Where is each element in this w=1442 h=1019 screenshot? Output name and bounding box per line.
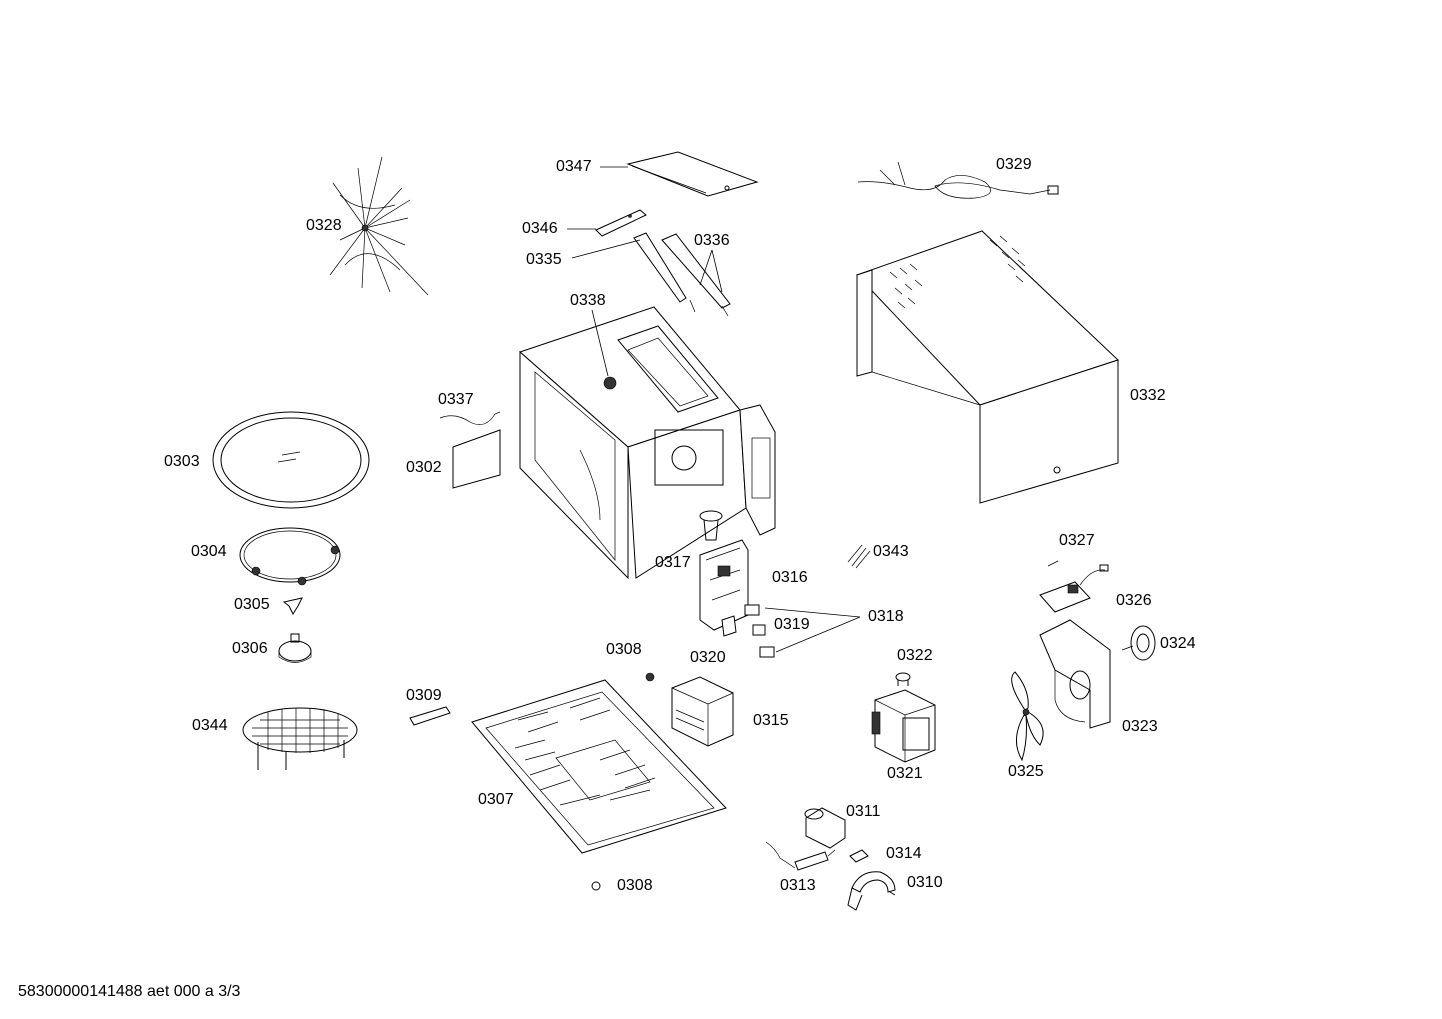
- bracket-0309: [409, 706, 451, 726]
- pcb-0326: [1039, 564, 1109, 613]
- diode-0313: [765, 841, 836, 871]
- label-0313: 0313: [780, 877, 816, 894]
- label-0319: 0319: [774, 616, 810, 633]
- thermostat-0322: [895, 672, 911, 686]
- label-0320: 0320: [690, 649, 726, 666]
- main-cavity: [519, 306, 776, 580]
- label-0338: 0338: [570, 292, 606, 309]
- fan-motor-0324: [1121, 625, 1156, 661]
- nut-0308-bottom: [591, 881, 601, 891]
- label-0305: 0305: [234, 596, 270, 613]
- capacitor-0311: [804, 807, 846, 849]
- glass-tray-0303: [212, 411, 370, 509]
- label-0304: 0304: [191, 543, 227, 560]
- heater-tubes-0336: [633, 232, 731, 317]
- turntable-motor-0306: [278, 633, 312, 663]
- label-0346: 0346: [522, 220, 558, 237]
- label-0311: 0311: [846, 803, 881, 820]
- label-0324: 0324: [1160, 635, 1196, 652]
- coupler-0305: [282, 597, 303, 616]
- label-0317: 0317: [655, 554, 691, 571]
- wire-0343: [847, 544, 871, 569]
- label-0343: 0343: [873, 543, 909, 560]
- label-0322: 0322: [897, 647, 933, 664]
- label-0303: 0303: [164, 453, 200, 470]
- mica-plate-0302: [452, 429, 501, 489]
- label-0336: 0336: [694, 232, 730, 249]
- screw-0327: [1047, 560, 1059, 567]
- label-0347: 0347: [556, 158, 592, 175]
- label-0327: 0327: [1059, 532, 1095, 549]
- label-0344: 0344: [192, 717, 228, 734]
- label-0314: 0314: [886, 845, 922, 862]
- bracket-0346: [595, 209, 647, 237]
- label-0315: 0315: [753, 712, 789, 729]
- grill-rack-0344: [242, 707, 358, 770]
- bracket-0310: [847, 871, 896, 911]
- label-0323: 0323: [1122, 718, 1158, 735]
- transformer-0315: [671, 676, 734, 747]
- clip-0314: [849, 849, 869, 863]
- microswitches-0318: [721, 604, 775, 658]
- label-0306: 0306: [232, 640, 268, 657]
- wire-0329: [857, 161, 1059, 199]
- fan-blade-0325: [1011, 671, 1044, 762]
- antenna-drive-0317: [699, 510, 723, 541]
- label-0318: 0318: [868, 608, 904, 625]
- nut-0308-top: [645, 672, 655, 682]
- base-plate-0307: [471, 679, 727, 854]
- transformer-0321: [871, 689, 936, 763]
- switch-holder-0316: [699, 539, 749, 631]
- document-id-footer: 58300000141488 aet 000 a 3/3: [18, 983, 241, 1000]
- cover-plate-0347: [626, 151, 759, 197]
- label-0316: 0316: [772, 569, 808, 586]
- label-0335: 0335: [526, 251, 562, 268]
- label-0332: 0332: [1130, 387, 1166, 404]
- label-0309: 0309: [406, 687, 442, 704]
- label-0310: 0310: [907, 874, 943, 891]
- wire-0337: [439, 411, 501, 425]
- label-0328: 0328: [306, 217, 342, 234]
- roller-ring-0304: [239, 527, 341, 586]
- label-0326: 0326: [1116, 592, 1152, 609]
- fan-bracket-0323: [1039, 619, 1111, 729]
- label-0308-bottom: 0308: [617, 877, 653, 894]
- label-0325: 0325: [1008, 763, 1044, 780]
- label-0321: 0321: [887, 765, 923, 782]
- wire-harness-0328: [329, 156, 429, 296]
- outer-case-0332: [856, 230, 1119, 504]
- label-0307: 0307: [478, 791, 514, 808]
- label-0308-top: 0308: [606, 641, 642, 658]
- label-0302: 0302: [406, 459, 442, 476]
- label-0337: 0337: [438, 391, 474, 408]
- label-0329: 0329: [996, 156, 1032, 173]
